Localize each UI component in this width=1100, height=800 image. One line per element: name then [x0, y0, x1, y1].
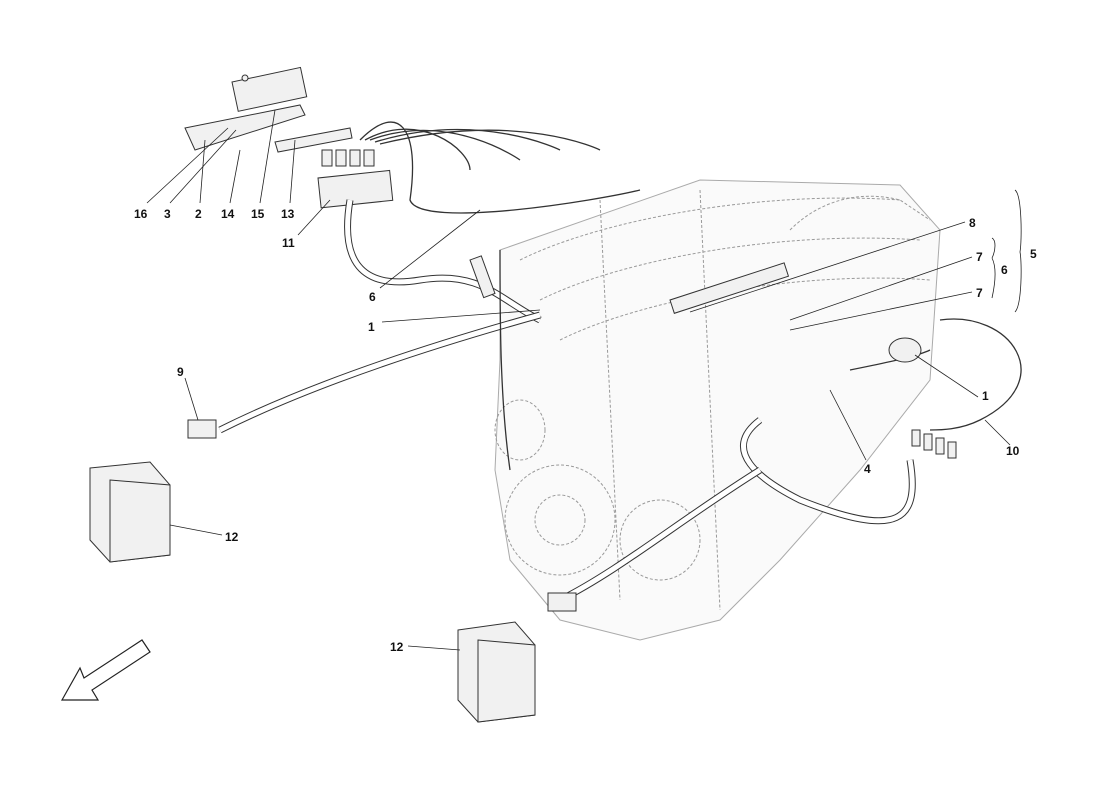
label-3: 3 — [164, 207, 171, 221]
engine-block — [494, 179, 941, 641]
leader-lines — [146, 109, 1022, 651]
label-12-right: 12 — [390, 640, 404, 654]
label-4: 4 — [864, 462, 871, 476]
label-2: 2 — [195, 207, 202, 221]
label-1-right: 1 — [982, 389, 989, 403]
relay-bracket — [274, 127, 353, 153]
label-13: 13 — [281, 207, 295, 221]
label-15: 15 — [251, 207, 265, 221]
label-7-upper: 7 — [976, 250, 983, 264]
ecu-left — [89, 461, 171, 563]
label-6: 6 — [369, 290, 376, 304]
label-16: 16 — [134, 207, 148, 221]
label-11: 11 — [282, 236, 295, 250]
label-6-bracket: 6 — [1001, 263, 1008, 277]
wiring-harness — [218, 121, 1022, 604]
label-1: 1 — [368, 320, 375, 334]
label-9: 9 — [177, 365, 184, 379]
control-unit-bracket — [184, 66, 308, 151]
fuel-rail — [669, 262, 790, 314]
lambda-sensor — [888, 337, 922, 363]
label-14: 14 — [221, 207, 235, 221]
label-10: 10 — [1006, 444, 1020, 458]
label-7-lower: 7 — [976, 286, 983, 300]
ecu-right — [457, 621, 536, 723]
ignition-coil — [469, 255, 496, 299]
grommet-left — [187, 419, 217, 439]
label-5: 5 — [1030, 247, 1037, 261]
fuse-plate — [317, 169, 394, 209]
grommet-right — [547, 592, 577, 612]
injector-connectors — [321, 149, 375, 167]
label-12-left: 12 — [225, 530, 239, 544]
front-direction-arrow-icon — [60, 639, 151, 701]
connector-bundle-right — [911, 429, 957, 459]
label-8: 8 — [969, 216, 976, 230]
